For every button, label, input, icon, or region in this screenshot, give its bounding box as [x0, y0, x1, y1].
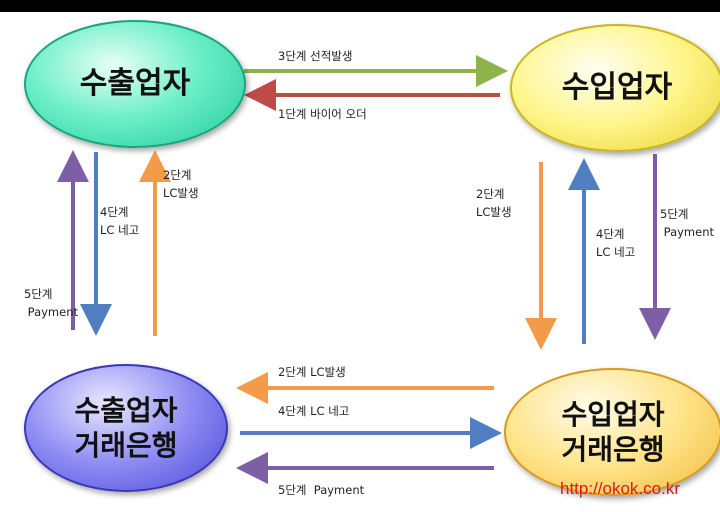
label-buyer-order: 1단계 바이어 오더 — [278, 107, 367, 121]
watermark-url: http://okok.co.kr — [560, 479, 680, 498]
exporter-bank-line1: 수출업자 — [74, 394, 178, 427]
exporter-node: 수출업자 — [24, 20, 246, 148]
importer-label: 수입업자 — [561, 70, 673, 106]
importer-node: 수입업자 — [510, 24, 720, 152]
importer-bank-line1: 수입업자 — [561, 398, 665, 431]
label-shipment: 3단계 선적발생 — [278, 49, 353, 63]
label-right-nego: 4단계 LC 네고 — [596, 227, 636, 259]
exporter-label: 수출업자 — [79, 66, 191, 102]
label-left-payment: 5단계 Payment — [24, 287, 79, 319]
exporter-bank-line2: 거래은행 — [74, 429, 178, 462]
importer-bank-line2: 거래은행 — [561, 433, 665, 466]
label-bottom-nego: 4단계 LC 네고 — [278, 404, 350, 418]
label-left-nego: 4단계 LC 네고 — [100, 205, 140, 237]
importer-bank-node: 수입업자 거래은행 — [504, 368, 720, 496]
label-right-payment: 5단계 Payment — [660, 207, 715, 239]
label-right-lc: 2단계 LC발생 — [476, 187, 512, 219]
exporter-bank-node: 수출업자 거래은행 — [24, 364, 228, 492]
label-left-lc: 2단계 LC발생 — [163, 168, 199, 200]
label-bottom-lc: 2단계 LC발생 — [278, 365, 346, 379]
top-bar — [0, 0, 720, 12]
label-bottom-payment: 5단계 Payment — [278, 483, 365, 497]
